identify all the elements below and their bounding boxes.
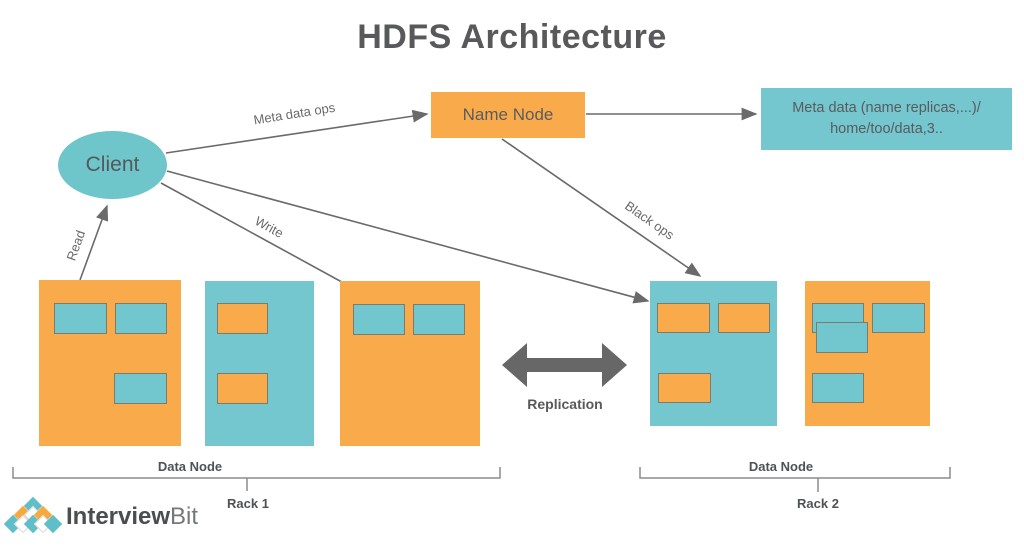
data-block bbox=[353, 304, 405, 335]
name-node-label: Name Node bbox=[462, 105, 554, 124]
interviewbit-logo-icon bbox=[3, 496, 64, 538]
edge-black-ops bbox=[501, 138, 702, 277]
data-block bbox=[718, 303, 770, 333]
client-node: Client bbox=[58, 131, 167, 199]
client-label: Client bbox=[85, 153, 140, 176]
rack2-data-node-label: Data Node bbox=[748, 459, 814, 474]
data-block bbox=[115, 303, 167, 334]
edge-write bbox=[160, 182, 373, 299]
data-node-4 bbox=[650, 281, 777, 426]
data-block bbox=[872, 303, 925, 333]
data-block bbox=[816, 322, 868, 353]
meta-data-line1: Meta data (name replicas,...)/ bbox=[792, 99, 981, 116]
data-block bbox=[217, 373, 268, 404]
data-node-3 bbox=[340, 281, 480, 446]
edge-meta-data-ops bbox=[165, 109, 429, 154]
data-node-1 bbox=[39, 280, 181, 446]
interviewbit-wordmark: InterviewBit bbox=[66, 503, 198, 531]
brand-bit: Bit bbox=[170, 503, 199, 530]
data-block bbox=[413, 304, 465, 335]
data-node-2 bbox=[205, 281, 314, 446]
rack2-brace bbox=[639, 467, 951, 479]
edge-client-to-rack2 bbox=[166, 170, 650, 304]
data-node-5 bbox=[805, 281, 930, 426]
data-block bbox=[658, 373, 711, 403]
name-node: Name Node bbox=[431, 92, 585, 138]
data-block bbox=[812, 373, 864, 403]
edge-label-black-ops: Black ops bbox=[622, 198, 677, 243]
edge-label-meta-data-ops: Meta data ops bbox=[252, 100, 336, 128]
data-block bbox=[54, 303, 107, 334]
data-block bbox=[657, 303, 710, 333]
data-block bbox=[114, 373, 167, 404]
edge-label-write: Write bbox=[252, 213, 286, 241]
page-title: HDFS Architecture bbox=[357, 18, 667, 56]
replication-label: Replication bbox=[527, 396, 603, 412]
rack1-brace bbox=[12, 467, 501, 479]
edge-label-read: Read bbox=[63, 228, 88, 262]
rack2-label: Rack 2 bbox=[797, 496, 839, 511]
rack1-data-node-label: Data Node bbox=[157, 459, 223, 474]
data-block bbox=[217, 303, 268, 334]
rack1-label: Rack 1 bbox=[227, 496, 269, 511]
brand-interview: Interview bbox=[66, 503, 171, 530]
edge-read bbox=[79, 204, 109, 281]
meta-data-node: Meta data (name replicas,...)/ home/too/… bbox=[761, 88, 1012, 150]
meta-data-line2: home/too/data,3.. bbox=[830, 121, 943, 137]
replication-arrow-icon bbox=[502, 343, 627, 387]
